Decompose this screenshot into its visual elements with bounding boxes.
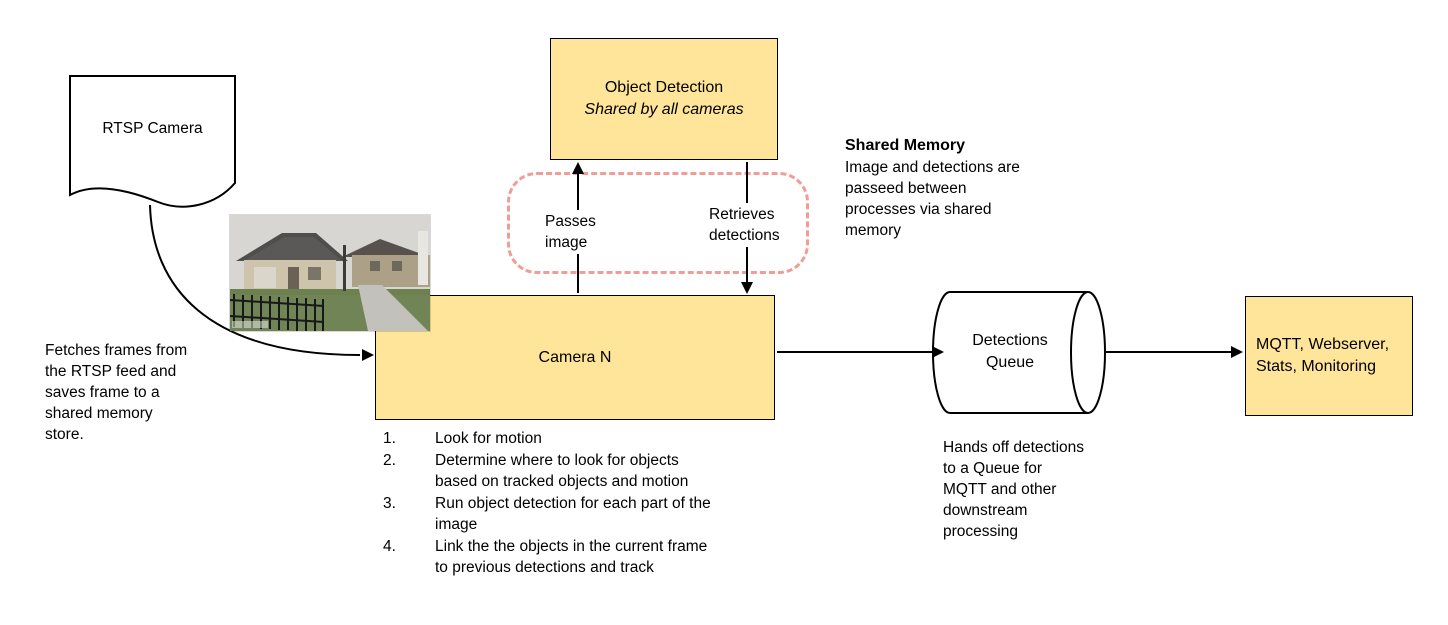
step-number: 2.	[383, 451, 396, 469]
step-text: Determine where to look for objects base…	[435, 451, 689, 491]
object-detection-subtitle: Shared by all cameras	[584, 101, 744, 118]
outputs-label: MQTT, Webserver, Stats, Monitoring	[1256, 336, 1390, 375]
camera-n-label: Camera N	[538, 348, 612, 366]
detections-queue-label: Detections Queue	[972, 332, 1048, 371]
arrowhead-rtsp-to-camera-n	[362, 349, 374, 361]
list-item: 1. Look for motion	[383, 428, 753, 450]
shared-memory-title: Shared Memory	[845, 137, 966, 154]
shared-memory-body: Image and detections are passeed between…	[845, 159, 1020, 239]
passes-image-label: Passes image	[543, 210, 598, 254]
retrieves-detections-label: Retrieves detections	[707, 203, 782, 247]
shared-memory-dashed-region	[507, 172, 809, 274]
camera-snapshot-image	[229, 215, 430, 331]
shared-memory-note: Shared Memory Image and detections are p…	[845, 135, 1060, 241]
list-item: 2. Determine where to look for objects b…	[383, 450, 753, 493]
camera-n-node: Camera N	[375, 295, 775, 420]
step-number: 1.	[383, 430, 396, 447]
arrowhead-to-outputs	[1231, 346, 1243, 358]
arrowhead-to-queue	[932, 346, 944, 358]
detections-queue-cylinder-face	[1070, 291, 1106, 414]
step-number: 4.	[383, 537, 396, 555]
object-detection-node: Object Detection Shared by all cameras	[550, 38, 778, 160]
object-detection-title: Object Detection	[604, 79, 724, 96]
step-number: 3.	[383, 494, 396, 512]
queue-handoff-note: Hands off detections to a Queue for MQTT…	[943, 439, 1085, 540]
list-item: 3. Run object detection for each part of…	[383, 493, 753, 536]
step-text: Link the the objects in the current fram…	[435, 537, 708, 577]
camera-steps-list: 1. Look for motion 2. Determine where to…	[383, 428, 753, 579]
camera-snapshot-art	[229, 215, 430, 331]
rtsp-camera-label: RTSP Camera	[102, 120, 203, 137]
arrowhead-to-camera-n	[741, 282, 753, 294]
outputs-node: MQTT, Webserver, Stats, Monitoring	[1245, 296, 1413, 416]
step-text: Run object detection for each part of th…	[435, 494, 711, 534]
fetch-frames-note: Fetches frames from the RTSP feed and sa…	[45, 342, 188, 443]
step-text: Look for motion	[435, 430, 542, 447]
list-item: 4. Link the the objects in the current f…	[383, 536, 753, 579]
rtsp-camera-document-shape	[69, 75, 236, 208]
